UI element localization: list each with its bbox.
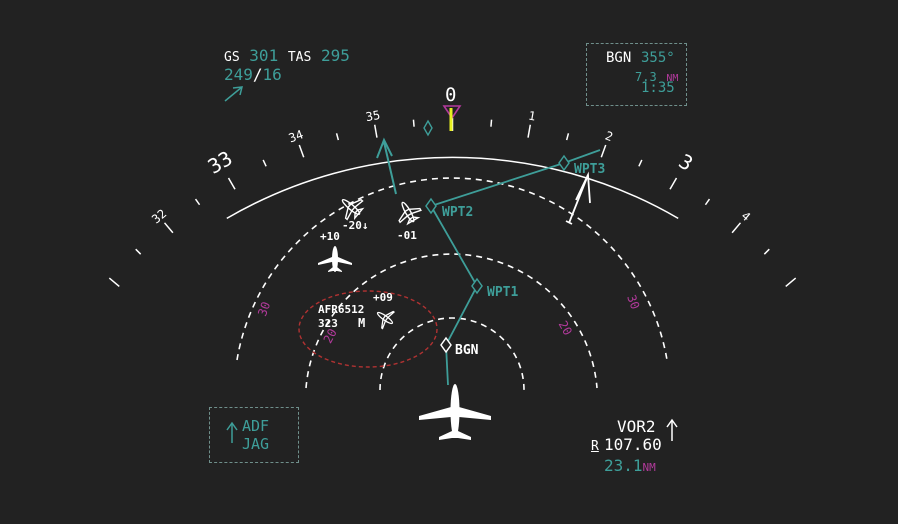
- compass-tick: [669, 177, 678, 190]
- compass-label: 35: [364, 107, 382, 125]
- waypoint-bgn-icon: [440, 336, 452, 354]
- adf-box[interactable]: [209, 407, 299, 463]
- compass-tick: [600, 144, 607, 158]
- traffic-aircraft-left-icon: [318, 246, 352, 272]
- compass-tick: [638, 159, 643, 167]
- traffic-label-left[interactable]: +10: [320, 230, 340, 243]
- wind-arrow-icon: [224, 86, 243, 102]
- range-ring-outer: [236, 177, 668, 361]
- wind-separator: /: [252, 65, 263, 84]
- compass-tick: [108, 277, 120, 287]
- active-waypoint-ete: 1:35: [641, 80, 675, 96]
- traffic-aircraft-center-icon: [398, 201, 422, 226]
- traffic-aircraft-selected-icon: [376, 310, 396, 330]
- vor2-distance-unit: NM: [642, 461, 656, 474]
- traffic-label-selected[interactable]: +09: [373, 291, 393, 304]
- compass-tick: [373, 124, 378, 138]
- active-waypoint-name: BGN: [606, 50, 632, 66]
- vor2-distance-value: 23.1: [604, 456, 643, 475]
- vor2-tuning-letter: R: [591, 439, 599, 454]
- selected-heading-bug-icon: [442, 105, 462, 120]
- active-waypoint-distance-value: 7.3: [635, 70, 657, 84]
- waypoint-diamonds: [425, 154, 570, 354]
- compass-tick: [298, 144, 305, 158]
- compass-tick: [135, 248, 142, 255]
- range-ring-inner: [379, 317, 525, 391]
- vor2-pointer-icon: [565, 171, 591, 225]
- track-bug-icon: [423, 119, 433, 137]
- gs-label: GS: [224, 50, 240, 65]
- compass-tick: [227, 177, 236, 190]
- compass-tick: [527, 124, 532, 138]
- adf-pointer-icon: [376, 137, 397, 195]
- compass-tick: [704, 198, 711, 206]
- active-waypoint-distance-unit: NM: [666, 73, 679, 84]
- wind-direction: 249: [224, 65, 253, 84]
- tas-value: 295: [320, 46, 350, 65]
- traffic-proximity-ring: [298, 290, 438, 368]
- compass-tick: [763, 248, 770, 255]
- compass-tick: [262, 159, 267, 167]
- compass-tick: [335, 133, 340, 141]
- compass-tick: [163, 222, 174, 234]
- compass-ticks: [108, 118, 797, 287]
- range-ring-middle: [305, 253, 598, 389]
- compass-tick: [490, 119, 493, 127]
- wind-panel: 249/16: [224, 67, 282, 83]
- compass-tick: [565, 133, 570, 141]
- active-waypoint-box[interactable]: [586, 43, 687, 106]
- waypoint-label-wpt1[interactable]: WPT1: [487, 285, 519, 300]
- waypoint-wpt2-icon: [425, 197, 437, 215]
- speed-panel: GS 301 TAS 295: [224, 46, 350, 65]
- traffic-aircraft-upper-left-icon: [341, 198, 365, 221]
- vor2-name: VOR2: [617, 417, 656, 436]
- tas-label: TAS: [287, 50, 312, 65]
- compass-tick: [785, 277, 797, 287]
- traffic-speed: 323: [318, 317, 338, 330]
- adf-station: JAG: [242, 435, 270, 453]
- own-aircraft-icon: [419, 384, 491, 440]
- compass-arc: [226, 156, 679, 220]
- traffic-category: M: [358, 316, 366, 330]
- waypoint-label-bgn[interactable]: BGN: [455, 343, 479, 358]
- waypoint-label-wpt3[interactable]: WPT3: [574, 162, 606, 177]
- vor2-frequency[interactable]: 107.60: [604, 435, 662, 454]
- traffic-label-center[interactable]: -01: [397, 229, 417, 242]
- traffic-callsign[interactable]: AFR6512: [318, 303, 365, 316]
- traffic-label-upper-left[interactable]: -20↓: [342, 219, 369, 232]
- waypoint-label-wpt2[interactable]: WPT2: [442, 205, 474, 220]
- waypoint-wpt3-icon: [558, 154, 570, 172]
- active-waypoint-bearing: 355°: [641, 50, 675, 66]
- gs-value: 301: [249, 46, 279, 65]
- wind-speed: 16: [262, 65, 282, 84]
- vor2-distance: 23.1NM: [604, 458, 656, 474]
- heading-readout: 0: [445, 84, 457, 106]
- adf-type-label: ADF: [242, 417, 270, 435]
- compass-tick: [194, 198, 201, 206]
- compass-tick: [731, 222, 742, 234]
- adf-arrow-icon: [226, 421, 238, 443]
- compass-tick: [412, 119, 415, 127]
- active-waypoint-distance: 7.3 NM: [635, 68, 678, 84]
- waypoint-wpt1-icon: [471, 277, 483, 295]
- vor2-arrow-icon: [666, 418, 678, 441]
